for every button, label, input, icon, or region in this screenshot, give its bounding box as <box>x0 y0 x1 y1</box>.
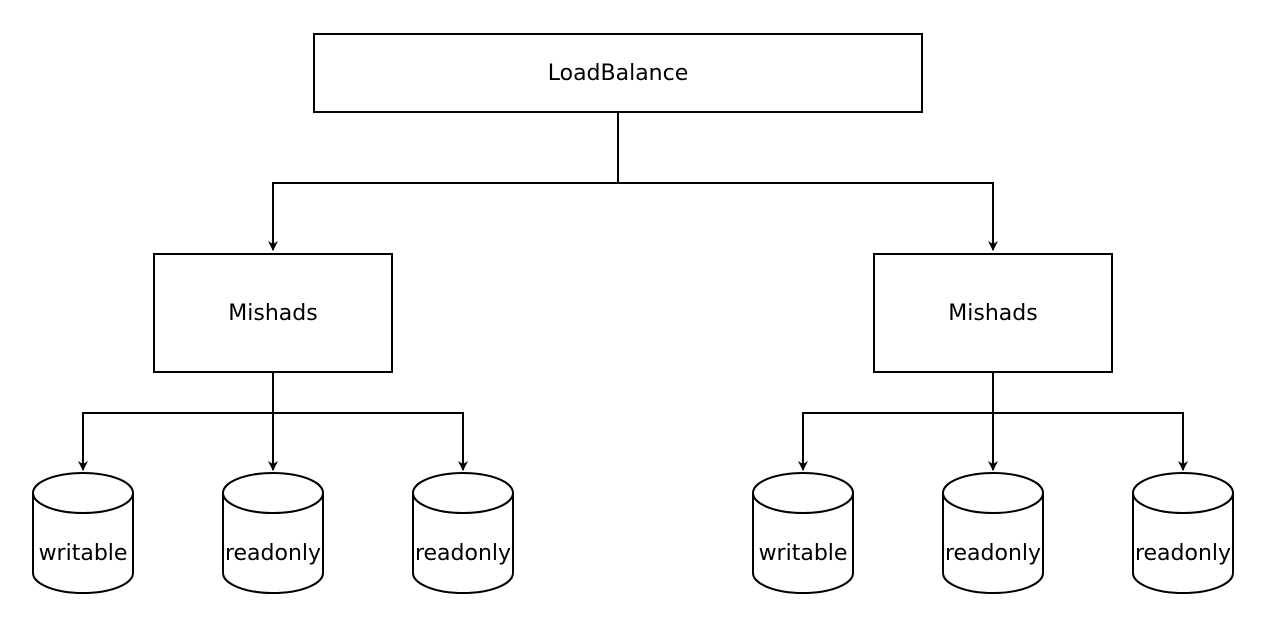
database-label-readonly: readonly <box>1134 540 1232 566</box>
mishads-label: Mishads <box>948 300 1038 326</box>
database-cylinder-icon <box>412 472 514 594</box>
database-cylinder-icon <box>1132 472 1234 594</box>
database-label-writable: writable <box>758 540 848 566</box>
connector-group-2-to-db-1 <box>798 373 994 471</box>
database-label-readonly: readonly <box>224 540 322 566</box>
connector-group-2-to-db-3 <box>993 412 1188 471</box>
database-cylinder-icon <box>222 472 324 594</box>
loadbalance-label: LoadBalance <box>547 60 689 86</box>
mishads-node-2: Mishads <box>873 253 1113 373</box>
database-cylinder-icon <box>942 472 1044 594</box>
connector-group-1-to-db-3 <box>273 412 468 471</box>
database-cylinder-icon <box>32 472 134 594</box>
database-label-readonly: readonly <box>944 540 1042 566</box>
group-2-connectors <box>798 373 1188 471</box>
loadbalance-node: LoadBalance <box>313 33 923 113</box>
database-cylinder-icon <box>752 472 854 594</box>
root-connectors <box>268 113 998 251</box>
connector-root-to-group-1 <box>268 113 619 251</box>
group-1-connectors <box>78 373 468 471</box>
connector-root-to-group-2 <box>618 182 998 251</box>
mishads-label: Mishads <box>228 300 318 326</box>
mishads-node-1: Mishads <box>153 253 393 373</box>
database-label-writable: writable <box>38 540 128 566</box>
database-label-readonly: readonly <box>414 540 512 566</box>
connector-group-1-to-db-1 <box>78 373 274 471</box>
